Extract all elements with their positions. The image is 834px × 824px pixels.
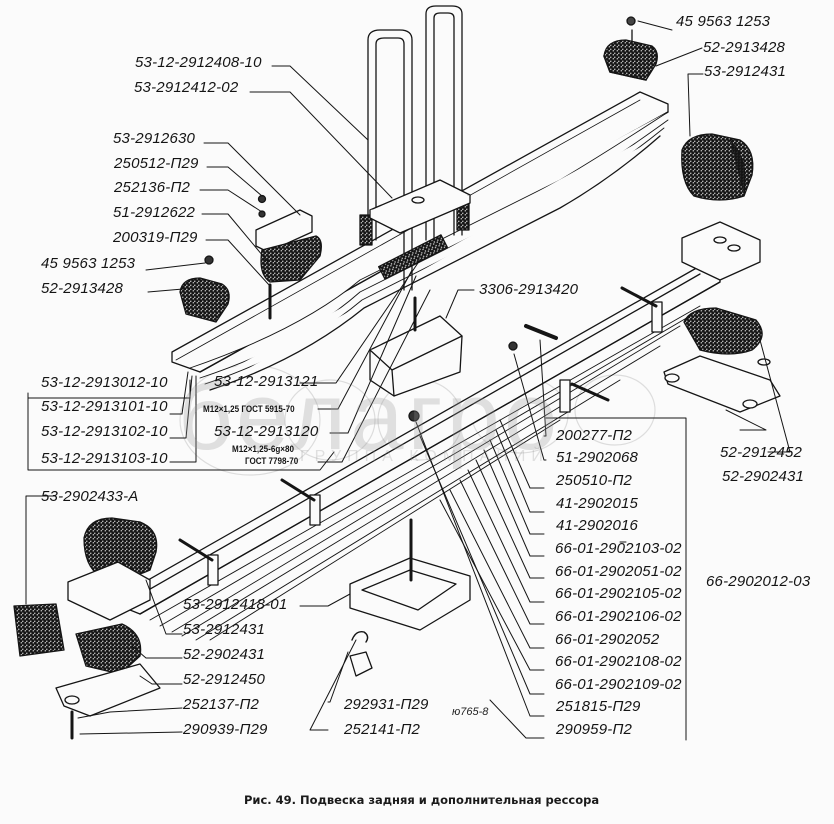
part-label: 200277-П2	[556, 427, 633, 444]
fastener-spec-note: М12×1,25-6g×80	[232, 444, 294, 455]
spring-pad	[377, 234, 449, 280]
part-label: 45 9563 1253	[41, 255, 136, 272]
part-label: 252136-П2	[114, 179, 191, 196]
part-label: 52-2912450	[183, 671, 266, 688]
part-label: 53-12-2913102-10	[41, 423, 168, 440]
part-label: 252137-П2	[183, 696, 260, 713]
u-bolt-plate	[369, 179, 471, 234]
watermark-subtitle: ГРУППА КОМПАНИЙ	[300, 448, 549, 465]
leader-lines	[25, 20, 791, 741]
part-label: 250510-П2	[556, 472, 633, 489]
spring-end-bracket-right	[663, 221, 781, 413]
part-label: 41-2902016	[556, 517, 639, 534]
part-label: 51-2912622	[113, 204, 196, 221]
part-label: 53-12-2912408-10	[135, 54, 262, 71]
part-label: 66-01-2902105-02	[555, 585, 682, 602]
part-label: 53-2912630	[113, 130, 196, 147]
part-label: 53-12-2913103-10	[41, 450, 168, 467]
part-label: 41-2902015	[556, 495, 639, 512]
assembly-label: 66-2902012-03	[706, 573, 811, 590]
part-label: 53-12-2913012-10	[41, 374, 168, 391]
part-label: 52-2912452	[720, 444, 803, 461]
part-label: 250512-П29	[114, 155, 199, 172]
part-label: 66-01-2902052	[555, 631, 660, 648]
part-label: 66-01-2902103-02	[555, 540, 682, 557]
u-bolt	[359, 5, 470, 291]
part-label: 53-2912431	[704, 63, 787, 80]
spring-end-assembly-left	[13, 517, 161, 740]
part-label: 53-12-2913101-10	[41, 398, 168, 415]
fastener-spec-note: М12×1,25 ГОСТ 5915-70	[203, 404, 295, 415]
part-label: 52-2913428	[41, 280, 124, 297]
part-label: 66-01-2902051-02	[555, 563, 682, 580]
part-label: 52-2902431	[183, 646, 266, 663]
spring-pad-lower	[349, 518, 471, 677]
part-label: 53-12-2913121	[214, 373, 319, 390]
part-label: 51-2902068	[556, 449, 639, 466]
figure-caption: Рис. 49. Подвеска задняя и дополнительна…	[244, 793, 600, 807]
upper-bracket	[179, 194, 322, 323]
part-label: 52-2902431	[722, 468, 805, 485]
part-label: 200319-П29	[113, 229, 198, 246]
bumper-top-right	[603, 16, 658, 81]
part-label: 292931-П29	[344, 696, 429, 713]
part-label: 45 9563 1253	[676, 13, 771, 30]
part-label: 53-2912412-02	[134, 79, 239, 96]
part-label: 66-01-2902109-02	[555, 676, 682, 693]
part-label: 53-2912418-01	[183, 596, 288, 613]
part-label: 66-01-2902106-02	[555, 608, 682, 625]
part-label: 3306-2913420	[479, 281, 579, 298]
rubber-buffer-right	[681, 133, 754, 201]
watermark-brand: белагро	[178, 363, 562, 470]
part-label: 66-01-2902108-02	[555, 653, 682, 670]
part-label: 53-2912431	[183, 621, 266, 638]
part-label: 251815-П29	[556, 698, 641, 715]
spring-clamp	[178, 286, 663, 586]
fastener-spec-note: ГОСТ 7798-70	[245, 456, 299, 467]
drawing-code: ю765-8	[452, 706, 489, 718]
part-label: 252141-П2	[344, 721, 421, 738]
part-label: 290959-П2	[556, 721, 633, 738]
part-label: 53-2902433-А	[41, 488, 139, 505]
part-label: 52-2913428	[703, 39, 786, 56]
part-label: 290939-П29	[183, 721, 268, 738]
part-label: 53-12-2913120	[214, 423, 319, 440]
